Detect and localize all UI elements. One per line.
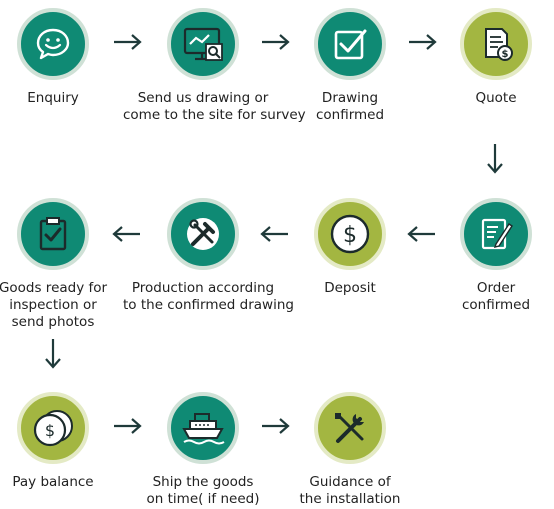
step-circle: $ xyxy=(460,8,532,80)
step-circle xyxy=(314,392,386,464)
step-label: Drawing confirmed xyxy=(315,90,385,123)
step-label: Guidance of the installation xyxy=(299,474,401,507)
step-circle xyxy=(167,8,239,80)
step-circle xyxy=(17,198,89,270)
arrow-right-icon xyxy=(262,34,290,50)
step-label: Ship the goods on time( if need) xyxy=(146,474,260,507)
step-label: Deposit xyxy=(324,280,376,296)
checkbox-icon xyxy=(334,29,367,60)
svg-text:$: $ xyxy=(502,49,509,60)
arrow-left-icon xyxy=(112,226,140,242)
coins-icon: $ xyxy=(33,410,73,447)
svg-text:$: $ xyxy=(343,223,357,248)
step-label: Production according to the confirmed dr… xyxy=(123,280,294,313)
arrow-right-icon xyxy=(114,418,142,434)
step-label: Order confirmed xyxy=(461,280,531,313)
step-label: Quote xyxy=(475,90,517,106)
step-ship-goods: Ship the goods on time( if need) xyxy=(123,392,283,508)
step-quote: $ Quote xyxy=(416,8,554,107)
chat-smile-icon xyxy=(36,28,70,60)
arrow-down-icon xyxy=(45,339,61,369)
step-circle xyxy=(167,198,239,270)
arrow-left-icon xyxy=(260,226,288,242)
arrow-right-icon xyxy=(262,418,290,434)
step-order-confirmed: Order confirmed xyxy=(416,198,554,314)
step-deposit: $ Deposit xyxy=(270,198,430,297)
clipboard-check-icon xyxy=(39,217,67,251)
arrow-right-icon xyxy=(409,34,437,50)
ship-icon xyxy=(182,413,225,445)
wrench-screwdriver-icon xyxy=(335,413,364,443)
step-circle xyxy=(460,198,532,270)
step-circle xyxy=(167,392,239,464)
dollar-coin-icon: $ xyxy=(330,214,370,254)
invoice-dollar-icon: $ xyxy=(485,28,513,61)
monitor-search-icon xyxy=(183,27,223,61)
step-label: Enquiry xyxy=(27,90,79,106)
step-circle: $ xyxy=(17,392,89,464)
arrow-left-icon xyxy=(407,226,435,242)
step-send-drawing: Send us drawing or come to the site for … xyxy=(123,8,306,124)
tools-icon xyxy=(187,218,219,250)
arrow-down-icon xyxy=(487,144,503,174)
step-drawing-confirmed: Drawing confirmed xyxy=(270,8,430,124)
arrow-right-icon xyxy=(114,34,142,50)
step-guidance-installation: Guidance of the installation xyxy=(270,392,430,508)
step-circle: $ xyxy=(314,198,386,270)
step-label: Pay balance xyxy=(12,474,94,490)
step-production: Production according to the confirmed dr… xyxy=(123,198,294,314)
step-label: Goods ready for inspection or send photo… xyxy=(0,280,108,330)
step-circle xyxy=(17,8,89,80)
step-circle xyxy=(314,8,386,80)
step-pay-balance: $ Pay balance xyxy=(0,392,133,491)
step-label: Send us drawing or come to the site for … xyxy=(123,90,306,123)
document-pen-icon xyxy=(481,218,513,250)
step-goods-ready: Goods ready for inspection or send photo… xyxy=(0,198,133,331)
svg-text:$: $ xyxy=(45,421,55,440)
step-enquiry: Enquiry xyxy=(0,8,133,107)
